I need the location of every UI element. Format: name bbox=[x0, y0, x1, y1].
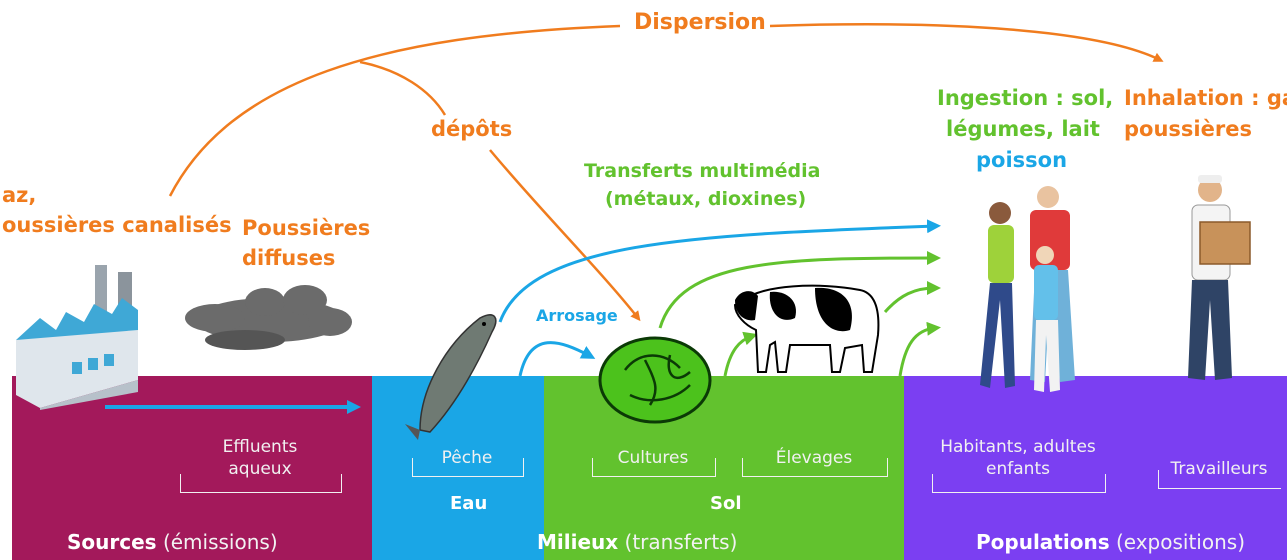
ingestion-label-line3: poisson bbox=[976, 148, 1067, 172]
milieux-title-light: (transferts) bbox=[625, 530, 738, 554]
sources-title: Sources (émissions) bbox=[67, 530, 278, 554]
family-icon bbox=[980, 186, 1075, 392]
eau-title: Eau bbox=[450, 493, 487, 514]
milieux-title: Milieux (transferts) bbox=[537, 530, 737, 554]
dispersion-arrow bbox=[770, 24, 1160, 60]
inhalation-label-line1: Inhalation : ga bbox=[1124, 86, 1287, 110]
factory-icon bbox=[16, 265, 138, 410]
gaz-label-line2: oussières canalisés bbox=[2, 213, 232, 237]
diffuses-label-line1: Poussières bbox=[242, 216, 370, 240]
effluents-label-line1: Effluents bbox=[180, 436, 340, 458]
transferts-label-line2: (métaux, dioxines) bbox=[605, 188, 806, 210]
cow-icon bbox=[735, 286, 878, 372]
ingestion-label-line1: Ingestion : sol, bbox=[937, 86, 1113, 110]
gaz-label-line1: az, bbox=[2, 183, 36, 207]
cow-to-people-arrow-2 bbox=[900, 328, 935, 376]
cultures-bracket bbox=[592, 458, 716, 477]
milieux-title-bold: Milieux bbox=[537, 530, 618, 554]
dust-cloud-icon bbox=[185, 285, 352, 350]
sol-title: Sol bbox=[710, 493, 742, 514]
dispersion-label: Dispersion bbox=[634, 10, 766, 35]
effluents-bracket bbox=[180, 474, 342, 493]
worker-icon bbox=[1188, 175, 1250, 380]
fish-icon bbox=[405, 315, 496, 440]
habitants-bracket bbox=[932, 474, 1106, 493]
lettuce-to-cow-arrow bbox=[725, 336, 752, 376]
depots-arc-top bbox=[360, 62, 445, 115]
peche-bracket bbox=[412, 458, 524, 477]
diffuses-label-line2: diffuses bbox=[242, 246, 335, 270]
transferts-label-line1: Transferts multimédia bbox=[584, 160, 820, 182]
depots-label: dépôts bbox=[431, 117, 512, 141]
dispersion-arc bbox=[170, 26, 620, 196]
ingestion-label-line2: légumes, lait bbox=[946, 117, 1100, 141]
lettuce-icon bbox=[600, 338, 710, 422]
populations-title: Populations (expositions) bbox=[976, 530, 1245, 554]
arrosage-arrow bbox=[520, 343, 590, 376]
habitants-label-line1: Habitants, adultes bbox=[932, 436, 1104, 458]
cow-to-people-arrow-1 bbox=[885, 288, 935, 312]
populations-title-light: (expositions) bbox=[1116, 530, 1245, 554]
sources-title-bold: Sources bbox=[67, 530, 157, 554]
populations-title-bold: Populations bbox=[976, 530, 1110, 554]
arrosage-label: Arrosage bbox=[536, 306, 618, 325]
inhalation-label-line2: poussières bbox=[1124, 117, 1252, 141]
sources-title-light: (émissions) bbox=[163, 530, 278, 554]
elevages-bracket bbox=[742, 458, 888, 477]
travailleurs-bracket bbox=[1158, 470, 1281, 489]
